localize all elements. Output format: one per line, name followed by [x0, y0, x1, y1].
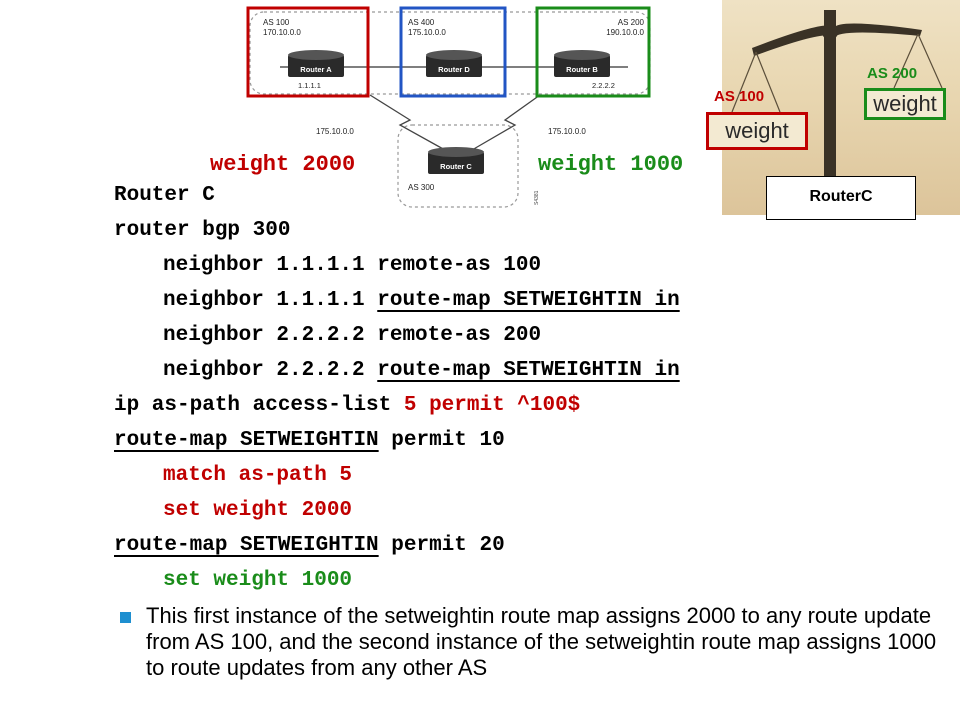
link-left-label: 175.10.0.0 — [316, 127, 354, 136]
route-map-permit: permit 10 — [378, 429, 505, 452]
router-c-label-box: RouterC — [766, 176, 916, 220]
config-neighbor-2-remote-as: neighbor 2.2.2.2 remote-as 200 — [163, 324, 541, 348]
router-a-name: Router A — [300, 65, 332, 74]
link-a-c — [369, 94, 446, 151]
scale-right-weight-box: weight — [864, 88, 946, 120]
config-set-weight-2000: set weight 2000 — [163, 499, 353, 522]
router-b-icon — [554, 50, 610, 77]
router-b-ip: 2.2.2.2 — [592, 81, 615, 90]
acl-value: 5 permit ^100$ — [403, 394, 581, 417]
scale-left-as-label: AS 100 — [714, 88, 765, 105]
router-a-network: 170.10.0.0 — [263, 28, 301, 37]
router-a-icon — [288, 50, 344, 77]
config-set-weight-1000: set weight 1000 — [163, 569, 353, 592]
neighbor-route-map: route-map SETWEIGHTIN in — [377, 289, 680, 312]
as400-highlight-box — [399, 6, 507, 98]
scale-right-as-label: AS 200 — [867, 65, 918, 82]
neighbor-address: neighbor 2.2.2.2 — [163, 359, 378, 382]
neighbor-address: neighbor 2.2.2.2 — [163, 324, 378, 347]
router-c-as-label: AS 300 — [408, 183, 435, 192]
router-b-network: 190.10.0.0 — [606, 28, 644, 37]
router-c-name: Router C — [440, 162, 472, 171]
scale-left-weight-box: weight — [706, 112, 808, 150]
config-route-map-10: route-map SETWEIGHTIN permit 10 — [114, 429, 505, 453]
as100-highlight-box — [246, 6, 370, 98]
router-c-icon — [428, 147, 484, 174]
bullet-text: This first instance of the setweightin r… — [146, 603, 937, 680]
router-d-icon — [426, 50, 482, 77]
link-b-c — [471, 94, 541, 151]
neighbor-address: neighbor 1.1.1.1 — [163, 254, 378, 277]
weight-1000-caption: weight 1000 — [538, 152, 684, 177]
router-b-name: Router B — [566, 65, 598, 74]
bgp-topology-diagram: AS 100 170.10.0.0 Router A 1.1.1.1 AS 40… — [246, 6, 651, 208]
router-d-as-label: AS 400 — [408, 18, 435, 27]
router-d-network: 175.10.0.0 — [408, 28, 446, 37]
neighbor-remote-as: remote-as 100 — [377, 254, 542, 277]
router-a-ip: 1.1.1.1 — [298, 81, 321, 90]
acl-prefix: ip as-path access-list — [114, 394, 404, 417]
route-map-name: route-map SETWEIGHTIN — [114, 429, 379, 452]
bullet-marker — [120, 612, 131, 623]
neighbor-remote-as: remote-as 200 — [377, 324, 542, 347]
weight-2000-caption: weight 2000 — [210, 152, 356, 177]
as-cloud-as300 — [397, 124, 519, 208]
neighbor-address: neighbor 1.1.1.1 — [163, 289, 378, 312]
as200-highlight-box — [535, 6, 651, 98]
config-route-map-20: route-map SETWEIGHTIN permit 20 — [114, 534, 505, 558]
router-d-name: Router D — [438, 65, 470, 74]
router-b-as-label: AS 200 — [618, 18, 645, 27]
config-router-bgp: router bgp 300 — [114, 219, 291, 242]
config-neighbor-2-route-map: neighbor 2.2.2.2 route-map SETWEIGHTIN i… — [163, 359, 680, 383]
neighbor-route-map: route-map SETWEIGHTIN in — [377, 359, 680, 382]
link-right-label: 175.10.0.0 — [548, 127, 586, 136]
config-as-path-acl: ip as-path access-list 5 permit ^100$ — [114, 394, 580, 418]
figure-id: S4381 — [534, 190, 540, 205]
config-title: Router C — [114, 184, 215, 207]
config-neighbor-1-route-map: neighbor 1.1.1.1 route-map SETWEIGHTIN i… — [163, 289, 680, 313]
scale-illustration: AS 200 weight AS 100 weight RouterC — [706, 0, 960, 220]
route-map-name: route-map SETWEIGHTIN — [114, 534, 379, 557]
config-match-as-path: match as-path 5 — [163, 464, 353, 487]
route-map-permit: permit 20 — [378, 534, 505, 557]
router-a-as-label: AS 100 — [263, 18, 290, 27]
config-neighbor-1-remote-as: neighbor 1.1.1.1 remote-as 100 — [163, 254, 541, 278]
